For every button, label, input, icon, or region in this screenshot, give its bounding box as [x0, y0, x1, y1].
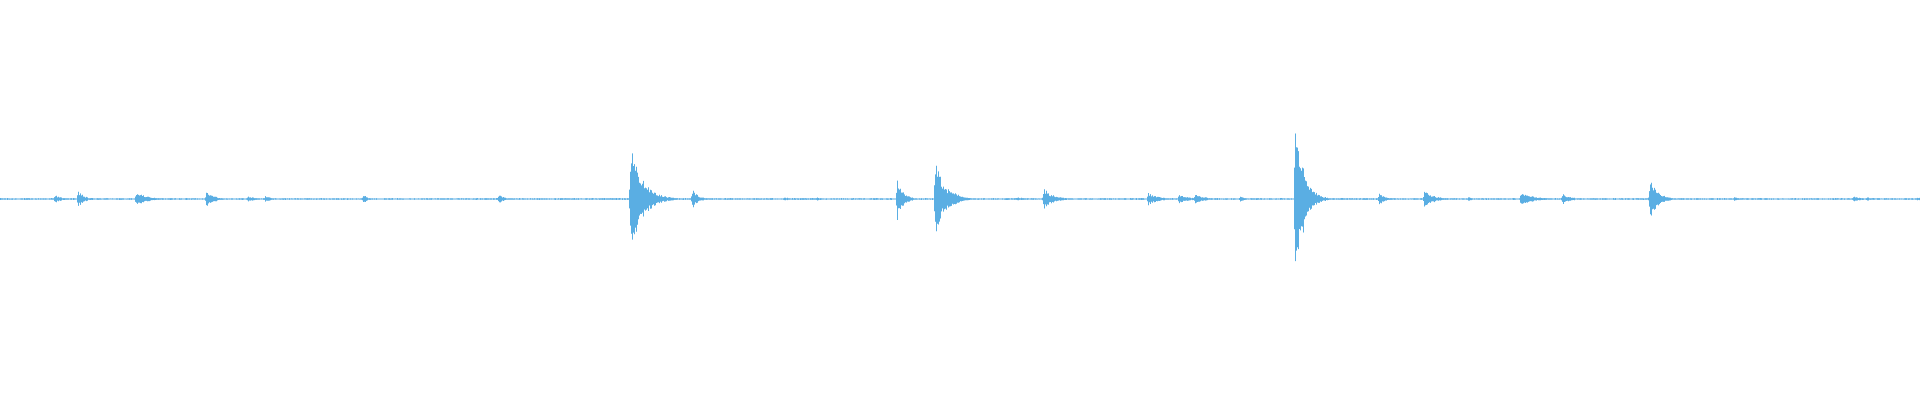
waveform-graphic: [0, 133, 1920, 262]
audio-waveform: [0, 133, 1920, 262]
